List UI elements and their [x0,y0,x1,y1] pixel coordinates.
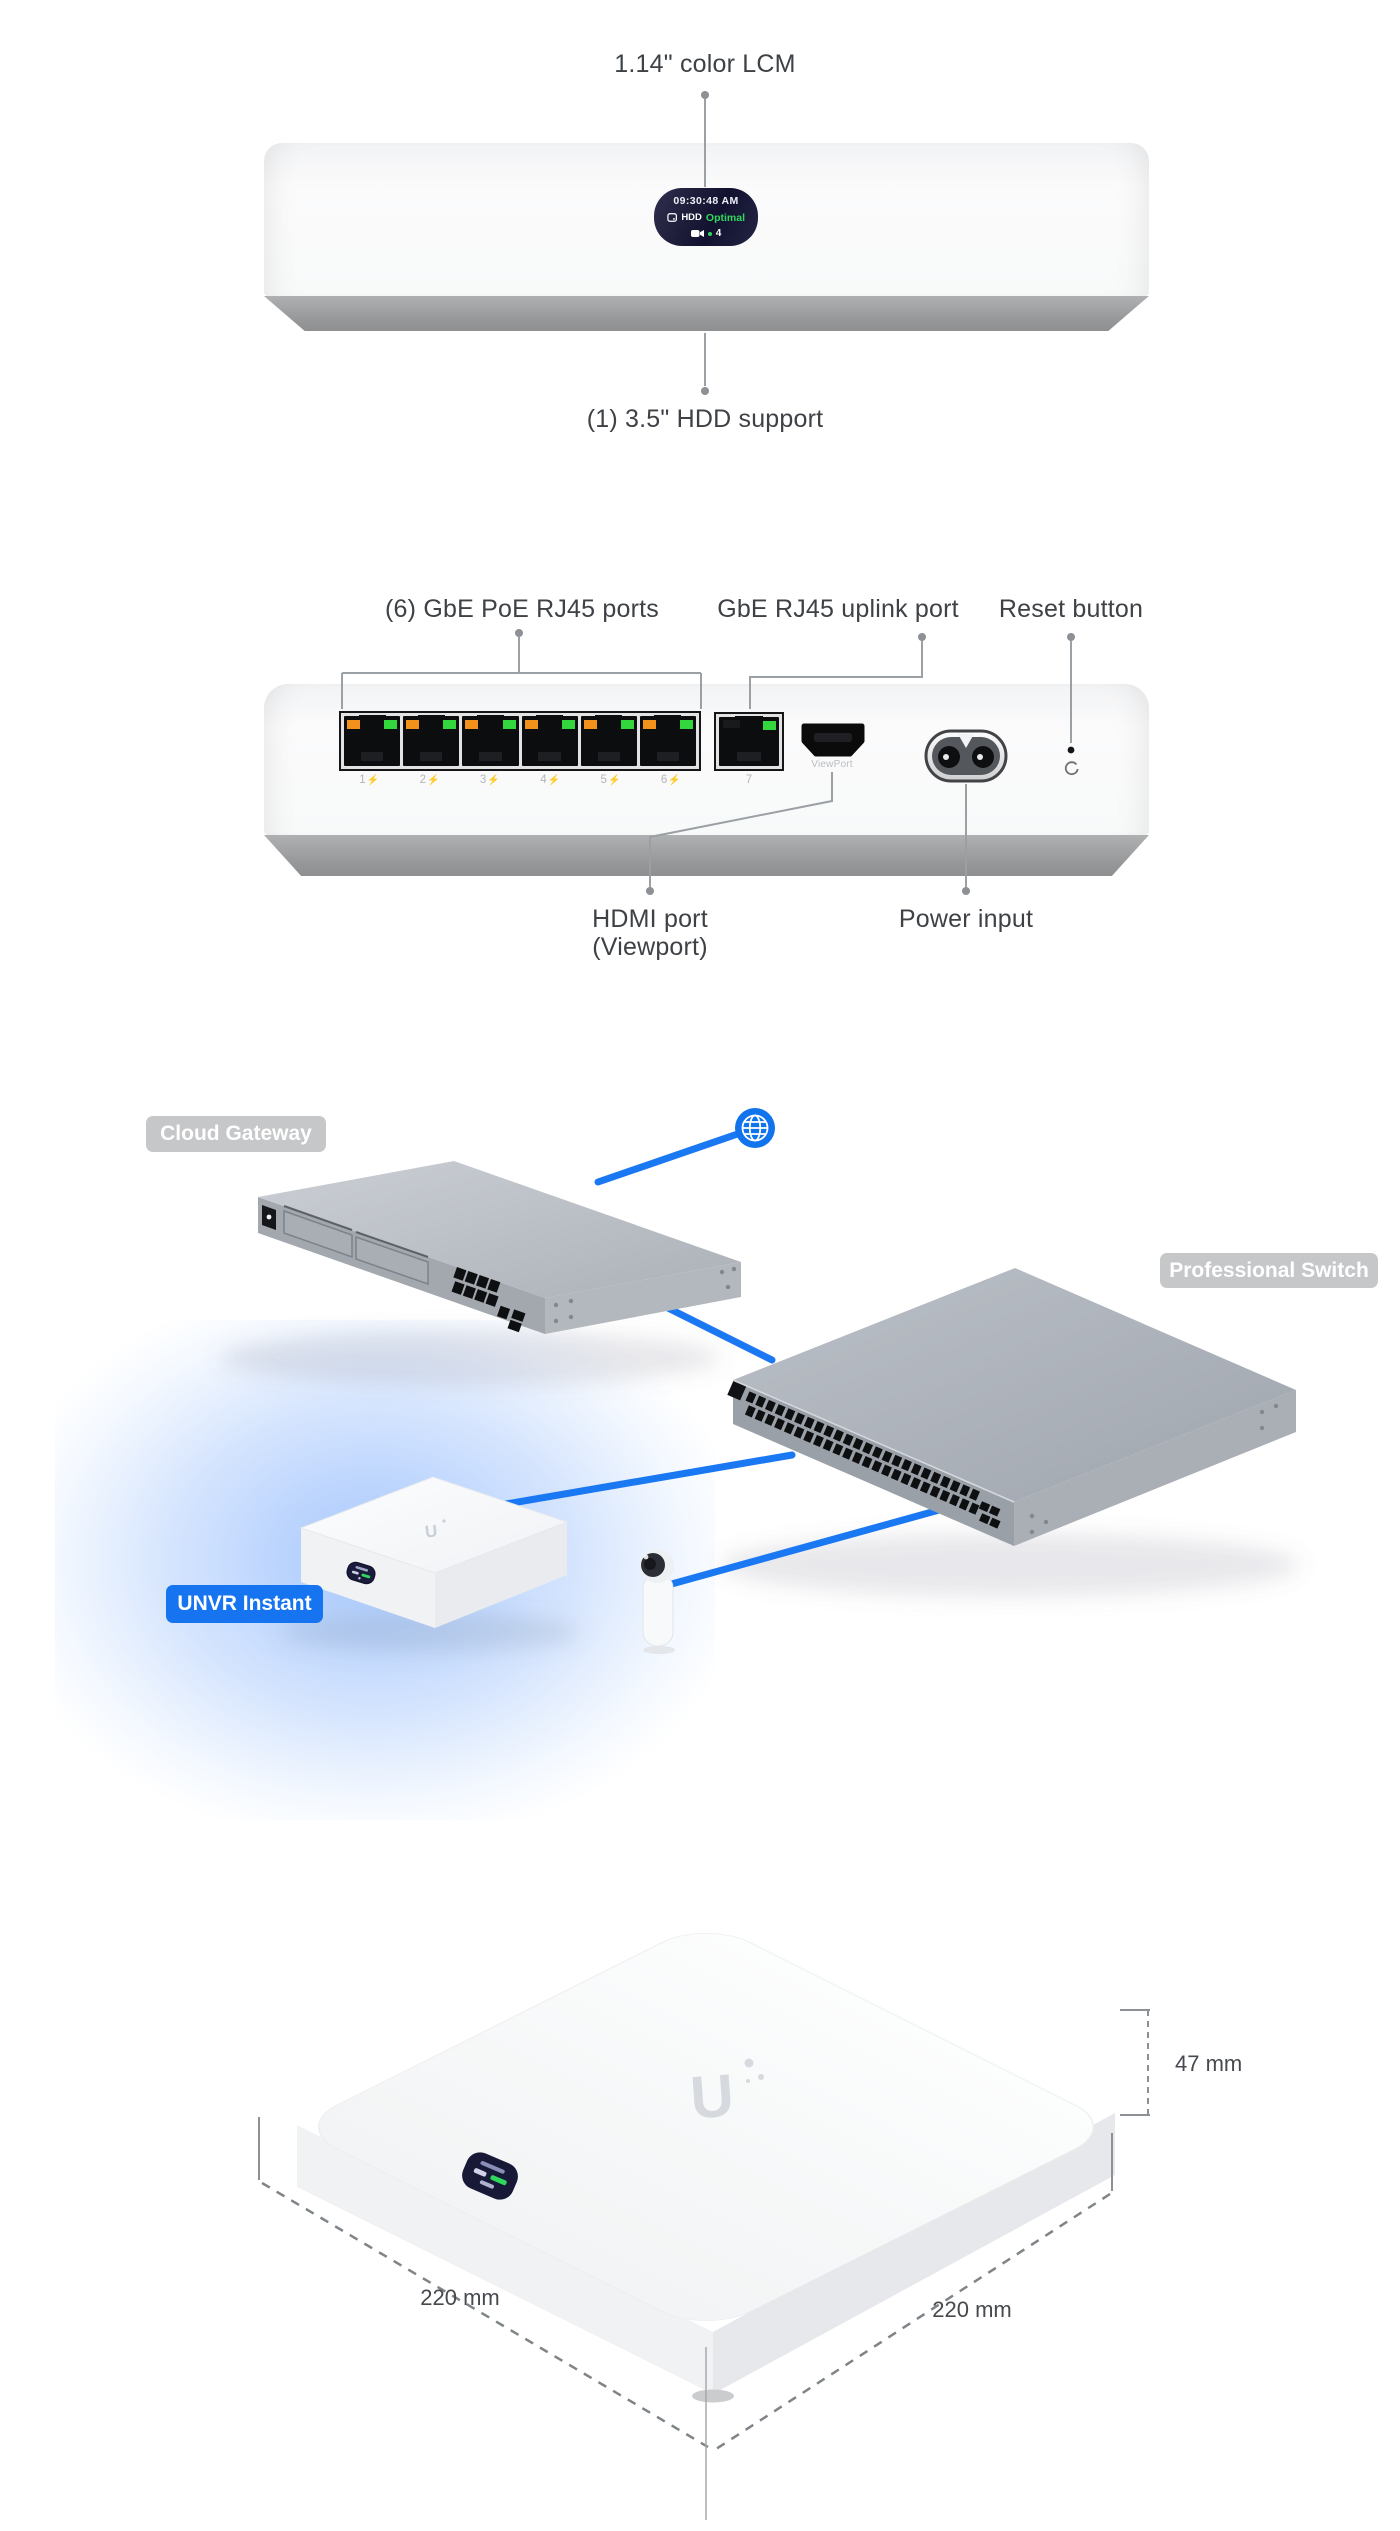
rj45-notch [656,752,680,761]
poe-led-green [502,720,516,729]
screen-camera-count: 4 [715,228,722,239]
dimension-width-label: 220 mm [932,2297,1012,2322]
poe-port-numbers: 1⚡ 2⚡ 3⚡ 4⚡ 5⚡ 6⚡ [339,774,701,786]
uplink-port-block [714,712,784,771]
uplink-port-number: 7 [745,774,753,786]
poe-port-6 [639,715,697,766]
width-dim-line [715,2192,1111,2451]
leader-dot [701,387,709,395]
front-view-device-base [264,296,1149,331]
switch-screws [1029,1403,1279,1535]
professional-switch-device [727,1268,1296,1546]
hdd-icon [667,213,677,222]
gateway-lcd [262,1205,276,1230]
label-power-input: Power input [898,905,1034,933]
poe-led-orange [524,720,538,729]
poe-led-green [620,720,634,729]
label-hdmi-port: HDMI port [592,905,708,933]
badge-cloud-gateway: Cloud Gateway [146,1116,326,1152]
rj45-shadow [723,720,740,728]
poe-led-green [443,720,457,729]
camera-status-dot [707,231,712,236]
device-top-face [317,1932,1095,2322]
poe-ports-block [339,711,701,771]
lcm-screen: 09:30:48 AM HDD Optimal 4 [654,188,758,246]
gateway-drive-bays [283,1209,429,1286]
camera-icon [690,230,704,237]
poe-port-2 [403,715,460,766]
leader-dot [701,91,709,99]
screen-hdd-row: HDD Optimal [654,212,758,224]
label-hdmi-viewport: (Viewport) [592,933,708,961]
dimension-lines [258,2009,1150,2520]
dimension-depth-label: 220 mm [420,2285,500,2310]
device-foot [692,2389,734,2403]
depth-dim-line [261,2181,709,2449]
leader-dot [515,629,523,637]
poe-bolt-icon: ⚡ [607,775,621,786]
dimension-view-device: U [297,1932,1115,2403]
poe-bolt-icon: ⚡ [487,775,500,786]
leader-dot [962,887,970,895]
rj45-notch [737,752,761,761]
screen-hdd-label: HDD [681,212,702,223]
poe-led-green [561,720,575,729]
label-poe-ports: (6) GbE PoE RJ45 ports [385,595,659,623]
poe-led-orange [465,720,479,729]
badge-unvr-instant: UNVR Instant [166,1585,323,1623]
rj45-notch [479,752,502,761]
viewport-caption: ViewPort [811,759,853,770]
internet-globe-icon [735,1108,775,1148]
poe-led-green [680,720,694,729]
label-reset-button: Reset button [998,595,1144,623]
link-internet-gateway [594,1124,759,1186]
poe-bolt-icon: ⚡ [426,775,440,786]
blue-glow [55,1320,715,1820]
device-front-lcd [462,2152,518,2200]
poe-port-4 [521,715,578,766]
poe-port-5 [580,715,637,766]
port-number: 5⚡ [600,774,621,786]
switch-shadow [720,1533,1300,1597]
badge-professional-switch: Professional Switch [1160,1253,1378,1288]
poe-led-orange [642,720,656,729]
poe-bolt-icon: ⚡ [547,775,561,786]
label-uplink-port: GbE RJ45 uplink port [717,595,959,623]
ubiquiti-logo: U [688,2062,736,2132]
port-number: 3⚡ [479,774,500,786]
port-number: 1⚡ [359,774,380,786]
screen-hdd-status: Optimal [705,211,745,224]
gateway-screws [553,1266,737,1324]
poe-port-3 [462,715,519,766]
port-number: 6⚡ [660,774,681,786]
screen-time: 09:30:48 AM [673,195,739,207]
uplink-port [719,716,779,766]
poe-led-orange [347,720,360,729]
switch-ports [727,1381,1001,1529]
poe-port-1 [344,715,401,766]
poe-led-orange [406,720,420,729]
leader-dot [918,633,926,641]
poe-bolt-icon: ⚡ [366,775,380,786]
dimension-height-label: 47 mm [1175,2051,1243,2076]
label-color-lcm: 1.14" color LCM [614,50,796,78]
poe-led-orange [583,720,597,729]
port-number: 2⚡ [419,774,440,786]
rj45-notch [538,752,561,761]
port-number: 4⚡ [540,774,561,786]
screen-camera-row: 4 [654,228,758,239]
label-hdd-support: (1) 3.5" HDD support [586,405,824,433]
back-view-device-base [264,835,1149,876]
poe-bolt-icon: ⚡ [668,775,681,786]
uplink-led-green [763,721,776,730]
leader-dot [646,887,654,895]
rj45-notch [597,752,620,761]
rj45-notch [420,752,443,761]
poe-led-green [384,720,398,729]
cloud-gateway-device [258,1161,741,1334]
leader-dot [1067,633,1075,641]
rj45-notch [360,752,384,761]
